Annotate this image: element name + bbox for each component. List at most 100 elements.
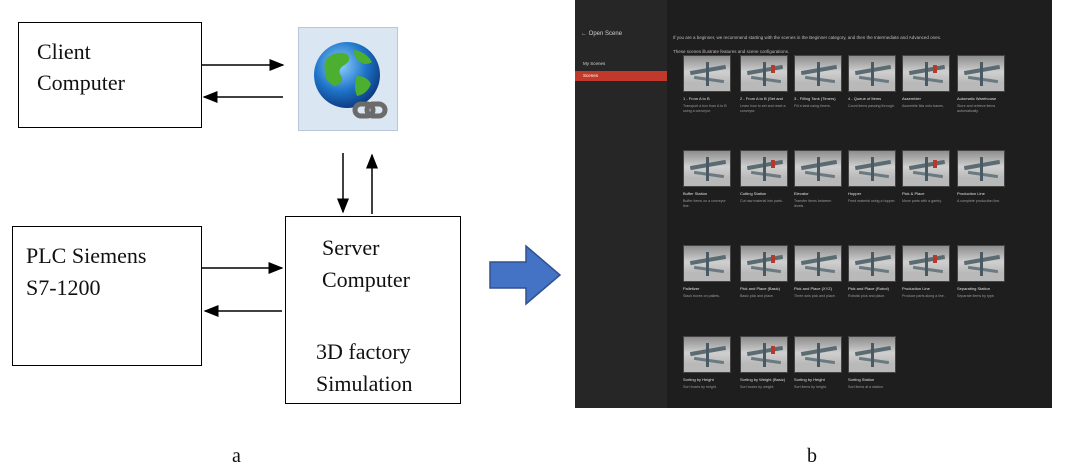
scene-description: Separate items by type. <box>957 294 995 298</box>
scene-description: Move parts with a gantry. <box>902 199 942 203</box>
plc-label-2: S7-1200 <box>26 275 101 300</box>
scene-description: Transfer items between levels. <box>794 199 832 208</box>
scene-tile[interactable]: Pick and Place (Robot) Robotic pick and p… <box>848 245 896 309</box>
scene-description: Three axis pick and place. <box>794 294 836 298</box>
scene-thumbnail[interactable] <box>848 150 896 187</box>
server-label-2: Computer <box>322 267 410 292</box>
scene-title: Production Line <box>902 286 930 291</box>
server-label-1: Server <box>322 235 380 260</box>
scene-thumbnail[interactable] <box>740 150 788 187</box>
scene-description: Transport a box from A to B using a conv… <box>683 104 727 113</box>
scene-description: Sort boxes by height. <box>683 385 717 389</box>
scene-tile[interactable]: Sorting by Height (Advanced) Sort boxes b… <box>683 336 731 400</box>
scene-title: Pick and Place (XYZ) <box>794 286 833 291</box>
scene-tile[interactable]: 1 - From A to B Transport a box from A to… <box>683 55 731 119</box>
intro-text: If you are a beginner, we recommend star… <box>673 27 1033 62</box>
scene-description: A complete production line. <box>957 199 1001 203</box>
scene-thumbnail[interactable] <box>683 336 731 373</box>
network-globe-box <box>298 27 398 131</box>
scene-thumbnail[interactable] <box>794 336 842 373</box>
scene-title: 1 - From A to B <box>683 96 710 101</box>
scene-thumbnail[interactable] <box>740 336 788 373</box>
scene-title: Automatic Warehouse <box>957 96 997 101</box>
scene-tile[interactable]: Sorting by Weight (Basic)Sort boxes by w… <box>740 336 788 400</box>
scene-title: Elevator <box>794 191 809 196</box>
scene-description: Basic pick and place. <box>740 294 774 298</box>
client-computer-box <box>18 22 202 128</box>
scene-thumbnail[interactable] <box>794 55 842 92</box>
server-computer-box <box>285 216 461 404</box>
scene-description: Robotic pick and place. <box>848 294 886 298</box>
scene-title: Pick & Place <box>902 191 925 196</box>
plc-label-1: PLC Siemens <box>26 243 147 268</box>
scene-thumbnail[interactable] <box>740 55 788 92</box>
scene-thumbnail[interactable] <box>794 150 842 187</box>
scene-description: Feed material using a hopper. <box>848 199 896 203</box>
scene-description: Sort boxes by weight. <box>740 385 775 389</box>
scene-description: Produce parts along a line. <box>902 294 945 298</box>
scene-description: Stack boxes on pallets. <box>683 294 720 298</box>
scene-tile[interactable]: 4 - Queue of Items (Counters) Count items… <box>848 55 896 119</box>
scene-title: Assembler <box>902 96 921 101</box>
scene-tile[interactable]: 3 - Filling Tank (Timers)Fill a tank usi… <box>794 55 842 119</box>
scene-tile[interactable]: Pick and Place (XYZ) Three axis pick and … <box>794 245 842 309</box>
scene-description: Buffer items on a conveyor line. <box>683 199 726 208</box>
scene-thumbnail[interactable] <box>740 245 788 282</box>
scene-thumbnail[interactable] <box>683 245 731 282</box>
scene-description: Cut raw material into parts. <box>740 199 783 203</box>
scene-thumbnail[interactable] <box>848 336 896 373</box>
scene-thumbnail[interactable] <box>794 245 842 282</box>
scene-title: Hopper <box>848 191 862 196</box>
scene-thumbnail[interactable] <box>683 55 731 92</box>
scene-thumbnail[interactable] <box>848 55 896 92</box>
transition-arrow <box>489 244 562 306</box>
scene-title: Pick and Place (Basic) <box>740 286 781 291</box>
server-label-4: Simulation <box>316 371 413 396</box>
scene-description: Count items passing through. <box>848 104 895 108</box>
scene-title: Buffer Station <box>683 191 708 196</box>
scene-thumbnail[interactable] <box>902 150 950 187</box>
intro-line-2: These scenes illustrate features and sce… <box>673 49 790 54</box>
server-label-3: 3D factory <box>316 339 411 364</box>
scene-thumbnail[interactable] <box>957 245 1005 282</box>
software-screenshot: ← Open Scene My Scenes Scenes If you are… <box>575 0 1052 408</box>
sidebar-item-my-scenes[interactable]: My Scenes <box>583 61 606 66</box>
scene-title: Production Line <box>957 191 985 196</box>
scene-title: Sorting by Height (Advanced) <box>683 377 714 383</box>
scene-tile[interactable]: Production Line A complete production lin… <box>957 150 1005 214</box>
scene-thumbnail[interactable] <box>957 150 1005 187</box>
scene-title: 2 - From A to B (Set and Reset) <box>740 96 783 102</box>
scene-tile[interactable]: 2 - From A to B (Set and Reset)Learn how… <box>740 55 788 119</box>
scene-thumbnail[interactable] <box>848 245 896 282</box>
client-computer-label-1: Client <box>37 39 91 64</box>
open-scene-back-button[interactable]: ← Open Scene <box>581 31 623 37</box>
scene-description: Sort items by height. <box>794 385 827 389</box>
scene-title: Pick and Place (Robot) <box>848 286 889 291</box>
scene-title: 4 - Queue of Items (Counters) <box>848 96 882 102</box>
scene-description: Fill a tank using timers. <box>794 104 831 108</box>
scene-description: Assemble lids onto bases. <box>902 104 944 108</box>
scene-sidebar: ← Open Scene My Scenes Scenes <box>575 0 667 408</box>
scene-thumbnail[interactable] <box>957 55 1005 92</box>
sidebar-item-scenes[interactable]: Scenes <box>575 71 667 81</box>
scene-thumbnail[interactable] <box>683 150 731 187</box>
scene-tile[interactable]: Pick and Place (Basic) Basic pick and pla… <box>740 245 788 309</box>
scene-thumbnail[interactable] <box>902 55 950 92</box>
scene-thumbnail[interactable] <box>902 245 950 282</box>
globe-link-icon <box>314 42 388 119</box>
caption-a: a <box>232 445 241 467</box>
client-computer-label-2: Computer <box>37 70 125 95</box>
